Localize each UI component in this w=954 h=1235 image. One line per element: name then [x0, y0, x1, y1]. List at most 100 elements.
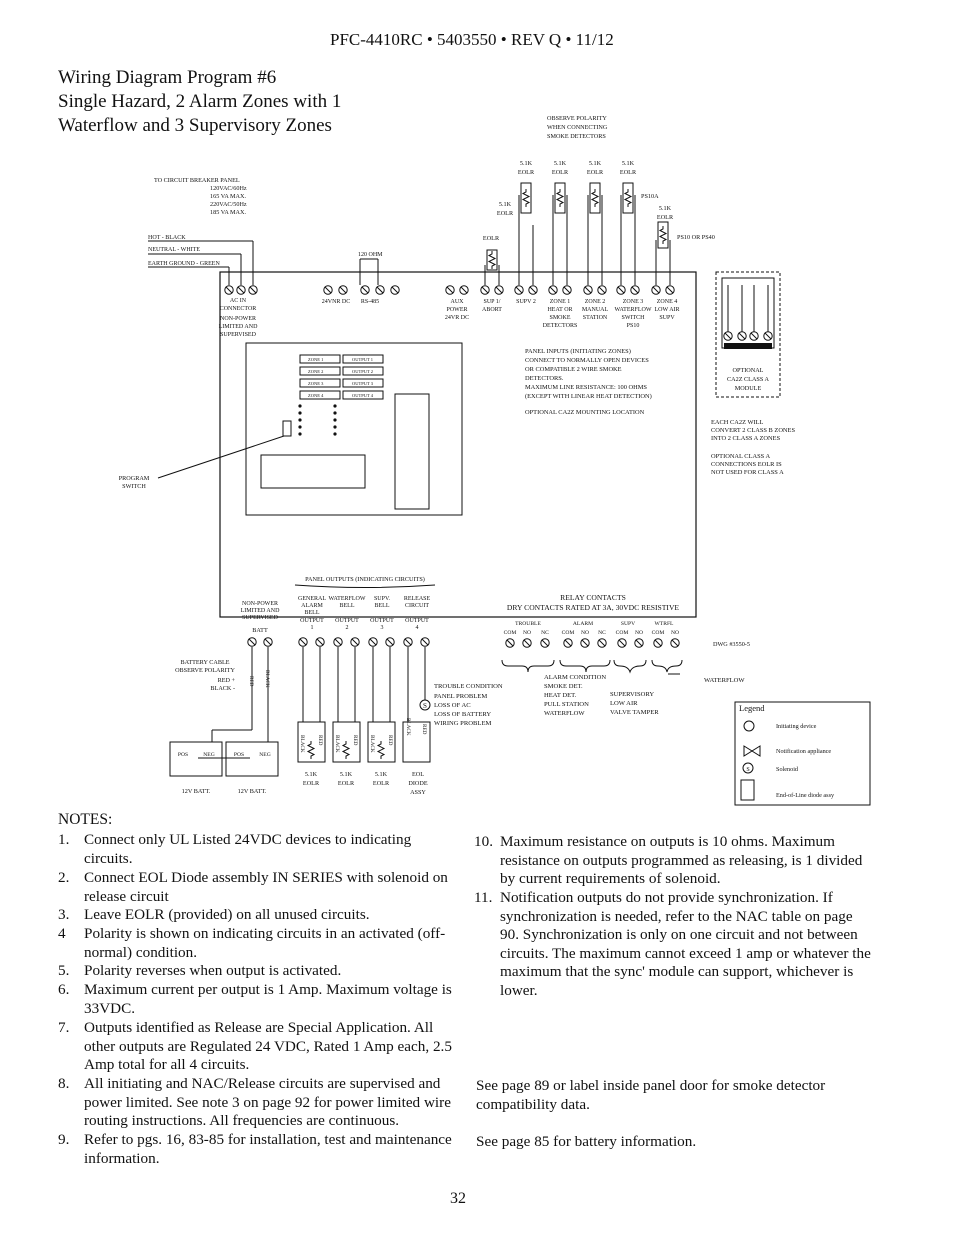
- note-item: 2.Connect EOL Diode assembly IN SERIES w…: [58, 869, 448, 905]
- svg-text:ZONE 3: ZONE 3: [308, 381, 324, 386]
- class-a-note: NOT USED FOR CLASS A: [711, 469, 784, 476]
- zone-label: SWITCH: [622, 315, 646, 321]
- title-line-1: Wiring Diagram Program #6: [58, 67, 277, 88]
- svg-text:5.1K: 5.1K: [375, 771, 388, 778]
- output-labels: GENERAL ALARM BELL OUTPUT 1 WATERFLOW BE…: [298, 596, 430, 631]
- panel-inputs-note: OR COMPATIBLE 2 WIRE SMOKE: [525, 366, 622, 373]
- svg-text:COM: COM: [504, 630, 517, 636]
- ps10-ps40-label: PS10 OR PS40: [677, 234, 715, 241]
- svg-text:COM: COM: [616, 630, 629, 636]
- zone-label: LOW AIR: [654, 307, 679, 313]
- svg-text:1: 1: [311, 625, 314, 631]
- note-item: 11.Notification outputs do not provide s…: [474, 889, 871, 999]
- svg-text:WTRFL: WTRFL: [655, 621, 675, 627]
- panel-enclosure: [219, 271, 697, 618]
- zone-label: STATION: [583, 315, 608, 321]
- zone-label: SUP 1/: [484, 299, 501, 305]
- svg-text:NC: NC: [598, 630, 606, 636]
- svg-text:OUTPUT: OUTPUT: [300, 618, 324, 624]
- svg-text:Solenoid: Solenoid: [776, 766, 799, 773]
- svg-text:SMOKE DET.: SMOKE DET.: [544, 683, 583, 690]
- program-switch-label: SWITCH: [122, 483, 146, 490]
- legend-box: [734, 701, 871, 806]
- svg-text:OUTPUT 4: OUTPUT 4: [352, 393, 374, 398]
- svg-text:SUPERVISORY: SUPERVISORY: [610, 691, 654, 698]
- drawing-number: DWG #3550-5: [713, 641, 750, 648]
- note-item: 1.Connect only UL Listed 24VDC devices t…: [58, 831, 412, 867]
- eolr-label: 5.1K: [499, 201, 512, 208]
- svg-text:SUPV: SUPV: [621, 621, 635, 627]
- eolr-wiring: [484, 195, 671, 285]
- breaker-panel-label: 220VAC/50Hz: [210, 201, 247, 208]
- eolr-label: EOLR: [620, 169, 637, 176]
- eolr-label: EOLR: [587, 169, 604, 176]
- wire-label-neutral: NEUTRAL - WHITE: [148, 247, 200, 253]
- svg-text:OUTPUT 2: OUTPUT 2: [352, 369, 373, 374]
- svg-text:SUPERVISED: SUPERVISED: [242, 615, 279, 621]
- note-item: 9.Refer to pgs. 16, 83-85 for installati…: [58, 1131, 452, 1167]
- ca2z-label: OPTIONAL: [733, 367, 764, 374]
- aux-power-label: POWER: [447, 307, 468, 313]
- svg-text:WATERFLOW: WATERFLOW: [544, 710, 585, 717]
- eolr-label: 5.1K: [520, 160, 533, 167]
- svg-text:NC: NC: [541, 630, 549, 636]
- svg-text:5.1K: 5.1K: [340, 771, 353, 778]
- svg-text:BELL: BELL: [340, 603, 355, 609]
- svg-text:12V BATT.: 12V BATT.: [238, 788, 267, 795]
- title-line-3: Waterflow and 3 Supervisory Zones: [58, 115, 332, 136]
- batteries: [169, 741, 279, 777]
- svg-text:GENERAL: GENERAL: [298, 596, 326, 602]
- zone-label: ABORT: [482, 307, 502, 313]
- svg-text:OUTPUT: OUTPUT: [370, 618, 394, 624]
- non-power-limited-label: SUPERVISED: [220, 332, 257, 338]
- svg-text:SUPV.: SUPV.: [374, 596, 391, 602]
- svg-text:ALARM: ALARM: [573, 621, 593, 627]
- svg-text:ZONE 4: ZONE 4: [308, 393, 324, 398]
- eolr-label: EOLR: [657, 214, 674, 221]
- output-terminals: [247, 637, 430, 647]
- circuit-board: [245, 342, 463, 516]
- wire-label-hot: HOT - BLACK: [148, 235, 186, 241]
- ac-connector-label: AC IN: [230, 298, 247, 304]
- note-item: 3.Leave EOLR (provided) on all unused ci…: [58, 906, 370, 923]
- ca2z-note: EACH CA2Z WILL: [711, 419, 764, 426]
- svg-text:5.1K: 5.1K: [305, 771, 318, 778]
- zone-label: ZONE 2: [585, 299, 606, 305]
- breaker-panel-label: 185 VA MAX.: [210, 209, 246, 216]
- svg-text:BLACK: BLACK: [334, 735, 340, 753]
- svg-text:BLACK: BLACK: [299, 735, 305, 753]
- board-zone-outputs: [299, 354, 384, 400]
- svg-text:Notification appliance: Notification appliance: [776, 748, 831, 755]
- note-item: 6.Maximum current per output is 1 Amp. M…: [58, 981, 452, 1017]
- svg-text:BLACK: BLACK: [405, 718, 411, 736]
- svg-text:PULL STATION: PULL STATION: [544, 701, 589, 708]
- batt-label: BATT: [252, 627, 268, 634]
- svg-text:RED: RED: [387, 735, 393, 746]
- solenoid-symbol: [419, 699, 431, 711]
- panel-outputs-title: PANEL OUTPUTS (INDICATING CIRCUITS): [305, 576, 425, 583]
- ohm-label: 120 OHM: [358, 252, 383, 258]
- notification-appliance-icon: [743, 745, 761, 757]
- zone-label: PS10: [627, 323, 640, 329]
- class-a-note: OPTIONAL CLASS A: [711, 453, 770, 460]
- note-item: 7.Outputs identified as Release are Spec…: [58, 1019, 452, 1074]
- zone-label: SMOKE: [549, 315, 570, 321]
- svg-text:LOSS OF AC: LOSS OF AC: [434, 702, 471, 709]
- svg-text:COM: COM: [562, 630, 575, 636]
- svg-text:VALVE TAMPER: VALVE TAMPER: [610, 709, 659, 716]
- non-power-limited-label: LIMITED AND: [219, 324, 258, 330]
- svg-text:Initiating device: Initiating device: [776, 723, 817, 730]
- class-a-note: CONNECTIONS EOLR IS: [711, 461, 782, 468]
- svg-text:WATERFLOW: WATERFLOW: [704, 677, 745, 684]
- eolr-label: 5.1K: [554, 160, 567, 167]
- svg-text:4: 4: [416, 625, 419, 631]
- breaker-panel-label: 120VAC/60Hz: [210, 185, 247, 192]
- svg-text:RED: RED: [421, 724, 427, 735]
- smoke-note: OBSERVE POLARITY: [547, 115, 607, 122]
- note-item: 10.Maximum resistance on outputs is 10 o…: [474, 833, 863, 888]
- svg-text:COM: COM: [652, 630, 665, 636]
- svg-text:OUTPUT 3: OUTPUT 3: [352, 381, 374, 386]
- smoke-note: SMOKE DETECTORS: [547, 133, 606, 140]
- svg-text:NEG: NEG: [203, 752, 215, 758]
